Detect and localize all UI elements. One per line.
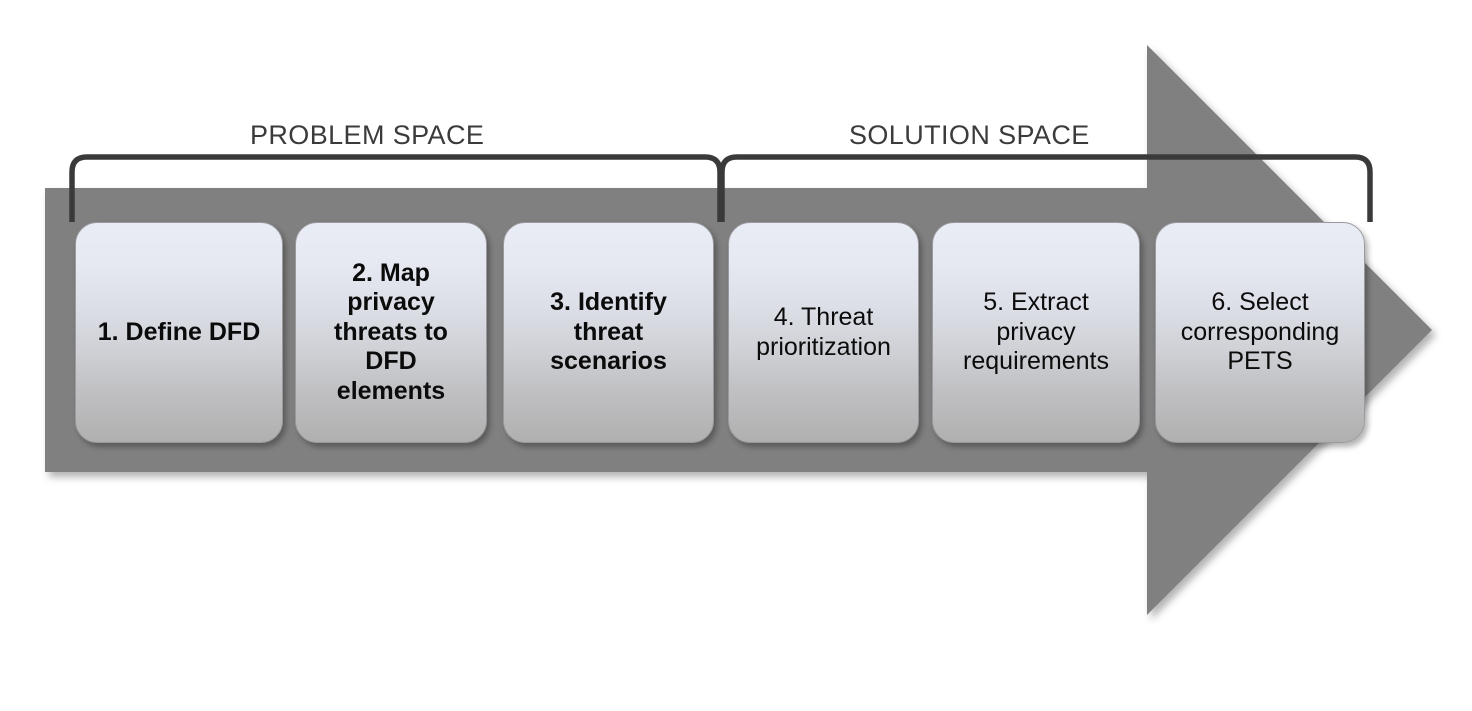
step-box-1[interactable]: 1. Define DFD [75,222,283,443]
step-box-6[interactable]: 6. Select corresponding PETS [1155,222,1365,443]
step-label-5: 5. Extract privacy requirements [963,288,1109,376]
step-label-2: 2. Map privacy threats to DFD elements [334,258,448,405]
step-box-5[interactable]: 5. Extract privacy requirements [932,222,1140,443]
phase-label-problem-space: PROBLEM SPACE [250,120,485,150]
step-label-4: 4. Threat prioritization [756,303,891,361]
step-box-2[interactable]: 2. Map privacy threats to DFD elements [295,222,487,443]
problem-space-bracket [69,154,723,222]
step-box-4[interactable]: 4. Threat prioritization [728,222,919,443]
step-label-1: 1. Define DFD [97,317,261,346]
step-box-3[interactable]: 3. Identify threat scenarios [503,222,714,443]
phase-label-solution-space: SOLUTION SPACE [849,120,1090,150]
step-label-3: 3. Identify threat scenarios [550,288,667,376]
step-label-6: 6. Select corresponding PETS [1180,288,1340,376]
solution-space-bracket [719,154,1373,222]
